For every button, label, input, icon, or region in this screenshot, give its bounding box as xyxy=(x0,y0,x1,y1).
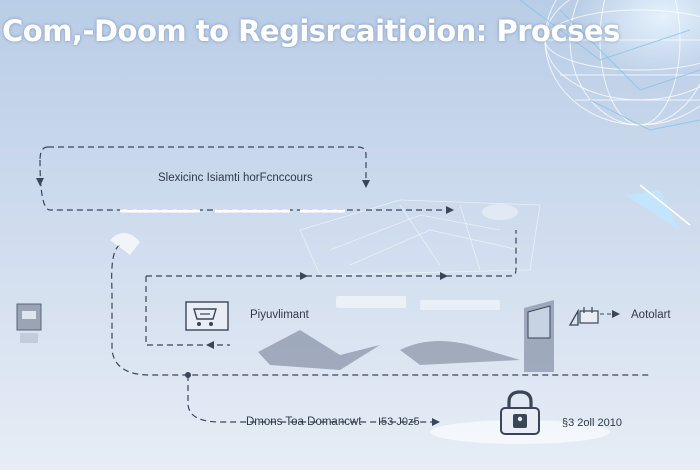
autolart-label: Aotolart xyxy=(631,309,671,321)
cart-icon xyxy=(184,300,230,339)
tray-decoration xyxy=(336,296,406,308)
bottom-mid-label: I53 J0z5 xyxy=(378,416,420,428)
bottom-label: Dmons Toa Domancwt xyxy=(246,416,362,428)
page-title: Com,-Doom to Regisrcaitioion: Procses xyxy=(2,14,620,48)
bottom-right-label: §3 2oll 2010 xyxy=(562,417,622,429)
tray-decoration xyxy=(420,300,500,310)
checkpoint-icon xyxy=(568,305,600,332)
building-icon xyxy=(520,296,560,381)
padlock-icon xyxy=(496,388,544,443)
top-box-label: Slexicinc Isiamti horFcnccours xyxy=(158,172,313,184)
document-icon xyxy=(16,303,42,350)
payment-label: Piyuvlimant xyxy=(250,309,309,321)
